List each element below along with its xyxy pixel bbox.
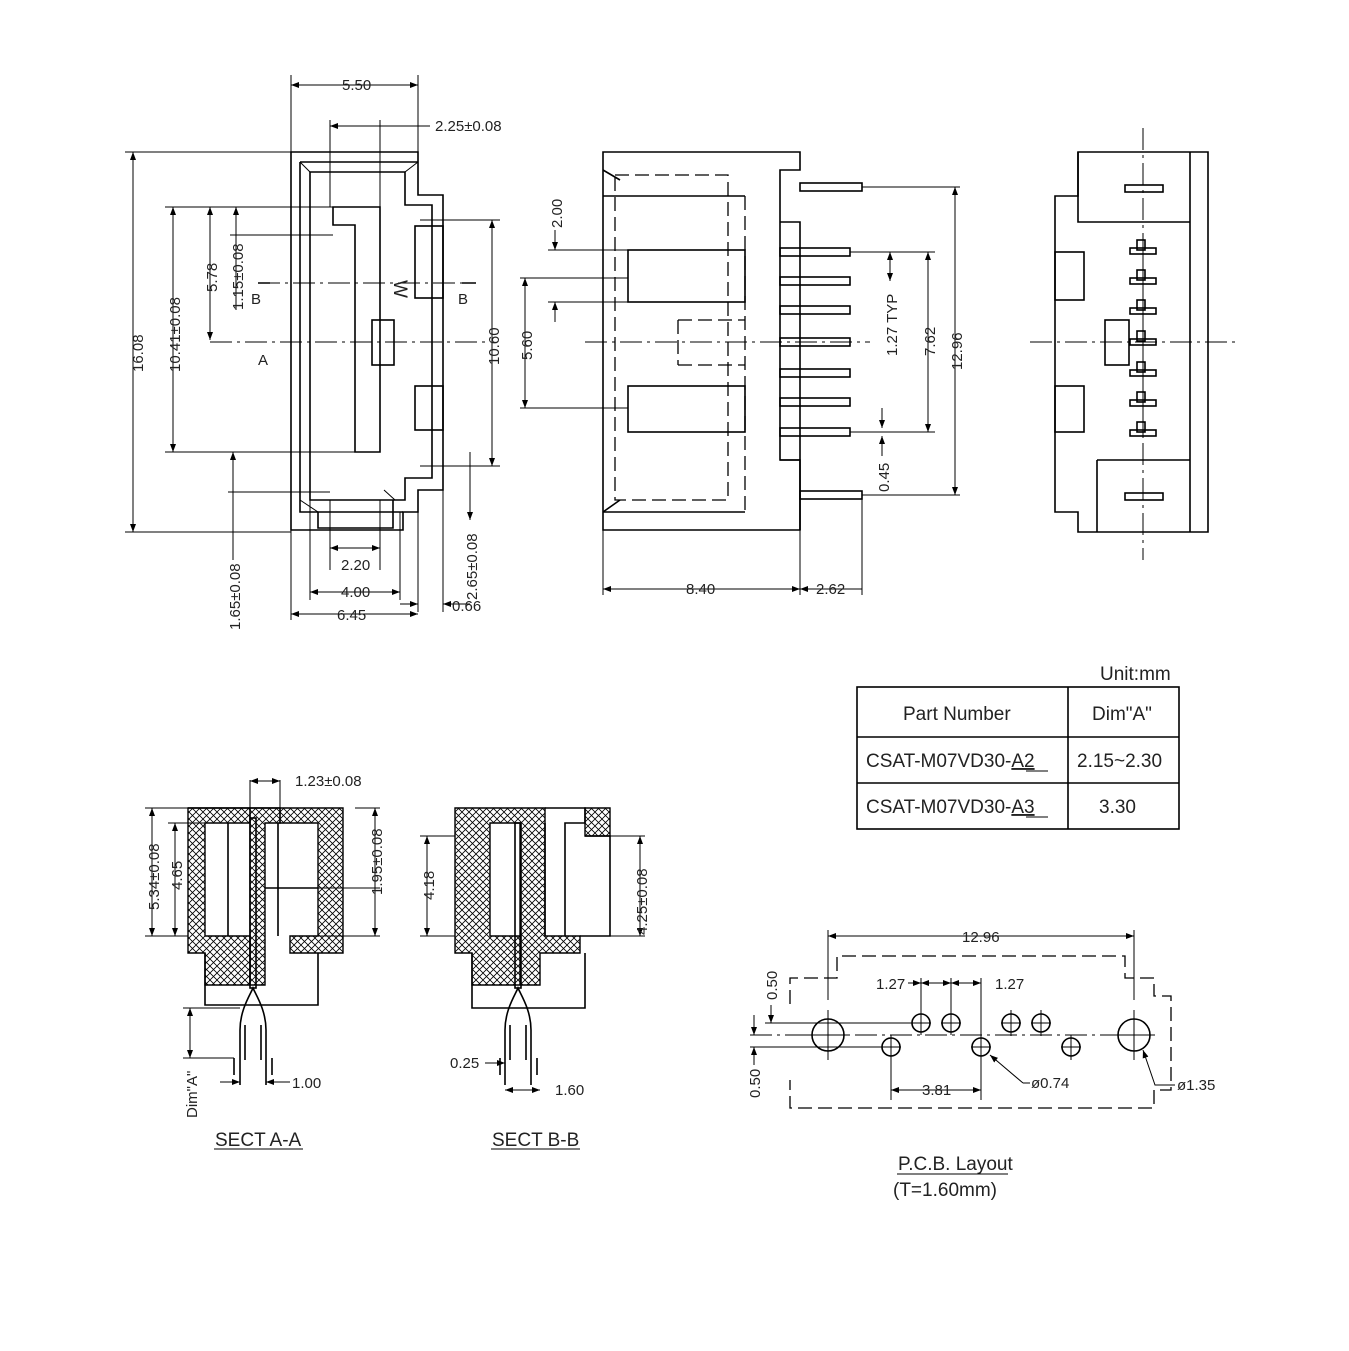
svg-text:CSAT-M07VD30-A2: CSAT-M07VD30-A2: [866, 751, 1035, 772]
sect-b-title: SECT B-B: [492, 1130, 579, 1151]
pcb-dim-12-96: 12.96: [962, 929, 1000, 946]
dim-2-20: 2.20: [341, 557, 370, 574]
section-mark-b-right: B: [458, 291, 468, 308]
part-table: Unit:mm Part Number Dim"A" CSAT-M07VD30-…: [856, 664, 1180, 830]
front-view: W B B A 5.50 2.25±0.08 16.08 10.41±0.08 …: [125, 75, 503, 630]
dim-16-08: 16.08: [130, 334, 147, 372]
part-number-prefix: CSAT-M07VD30-: [866, 751, 1011, 772]
pcb-hole-small: ø0.74: [1031, 1075, 1069, 1092]
side-view: 2.00 5.60 1.27 TYP 7.62 12.96 0.45 8.40 …: [519, 151, 966, 598]
pcb-offset-bottom: 0.50: [747, 1069, 764, 1098]
dim-5-34: 5.34±0.08: [146, 843, 163, 910]
svg-text:CSAT-M07VD30-A3: CSAT-M07VD30-A3: [866, 797, 1035, 818]
dim-1-27-typ: 1.27 TYP: [884, 294, 901, 356]
dim-a-value: 3.30: [1099, 797, 1136, 818]
dim-4-65: 4.65: [169, 861, 186, 890]
end-view: [1030, 128, 1240, 560]
dim-4-18: 4.18: [421, 871, 438, 900]
section-b-b: 4.18 4.25±0.08 0.25 1.60 SECT B-B: [420, 807, 651, 1151]
sect-a-title: SECT A-A: [215, 1130, 302, 1151]
dim-a-value: 2.15~2.30: [1077, 751, 1162, 772]
dim-1-23: 1.23±0.08: [295, 773, 362, 790]
part-number-suffix: A3: [1011, 797, 1034, 818]
dim-5-78: 5.78: [204, 263, 221, 292]
dim-a-label: Dim"A": [184, 1071, 201, 1118]
pcb-hole-big: ø1.35: [1177, 1077, 1215, 1094]
section-a-a: 1.23±0.08 5.34±0.08 4.65 1.95±0.08 Dim"A…: [145, 773, 386, 1151]
dim-12-96: 12.96: [949, 332, 966, 370]
header-dim-a: Dim"A": [1092, 704, 1152, 725]
dim-4-00: 4.00: [341, 584, 370, 601]
pcb-pitch-2: 1.27: [995, 976, 1024, 993]
dim-2-00: 2.00: [549, 199, 566, 228]
part-number-suffix: A2: [1011, 751, 1034, 772]
dim-1-60: 1.60: [555, 1082, 584, 1099]
dim-5-50: 5.50: [342, 77, 371, 94]
dim-1-65: 1.65±0.08: [227, 563, 244, 630]
unit-label: Unit:mm: [1100, 664, 1171, 685]
dim-1-00: 1.00: [292, 1075, 321, 1092]
part-number-prefix: CSAT-M07VD30-: [866, 797, 1011, 818]
dim-10-41: 10.41±0.08: [167, 297, 184, 372]
dim-0-45: 0.45: [876, 463, 893, 492]
pcb-dim-3-81: 3.81: [922, 1082, 951, 1099]
dim-7-62: 7.62: [922, 327, 939, 356]
dim-5-60: 5.60: [519, 331, 536, 360]
header-part-number: Part Number: [903, 704, 1011, 725]
pcb-offset-top: 0.50: [764, 971, 781, 1000]
dim-4-25: 4.25±0.08: [634, 868, 651, 935]
pcb-layout: 12.96 1.27 1.27 0.50 0.50 3.81 ø0.74 ø1.…: [747, 929, 1215, 1201]
pcb-title: P.C.B. Layout: [898, 1154, 1014, 1175]
dim-0-66: 0.66: [452, 598, 481, 615]
dim-0-25: 0.25: [450, 1055, 479, 1072]
dim-2-25: 2.25±0.08: [435, 118, 502, 135]
pcb-pitch-1: 1.27: [876, 976, 905, 993]
pcb-subtitle: (T=1.60mm): [893, 1180, 997, 1201]
dim-10-60: 10.60: [486, 327, 503, 365]
table-row: CSAT-M07VD30-A3 3.30: [866, 797, 1136, 818]
w-mark: W: [389, 280, 410, 298]
section-mark-a: A: [258, 352, 268, 369]
dim-8-40: 8.40: [686, 581, 715, 598]
dim-2-62: 2.62: [816, 581, 845, 598]
section-mark-b-left: B: [251, 291, 261, 308]
dim-2-65: 2.65±0.08: [464, 533, 481, 600]
dim-1-15: 1.15±0.08: [230, 243, 247, 310]
dim-1-95: 1.95±0.08: [369, 828, 386, 895]
dim-6-45: 6.45: [337, 607, 366, 624]
table-row: CSAT-M07VD30-A2 2.15~2.30: [866, 751, 1162, 772]
